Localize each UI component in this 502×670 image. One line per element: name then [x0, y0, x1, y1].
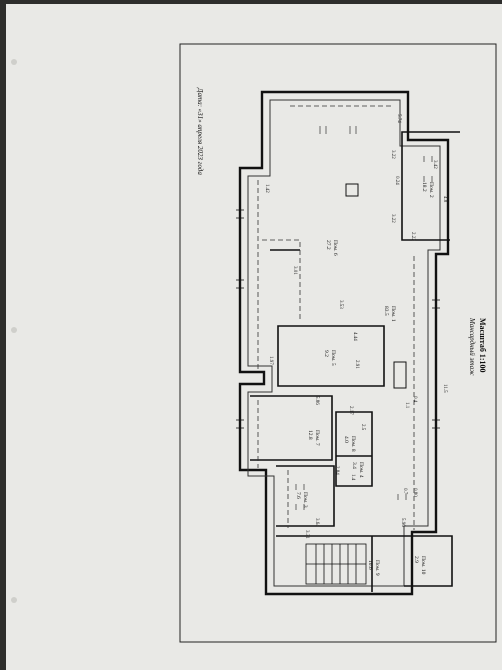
- dimension-label: 2.91: [354, 360, 359, 369]
- dimension-label: 5.86: [314, 396, 319, 405]
- room-area: 27.2: [325, 240, 331, 250]
- dimension-label: 11.5: [442, 384, 447, 393]
- binder-hole: [11, 59, 17, 65]
- room-label: Пом. 7: [314, 430, 320, 446]
- dimension-label: 2.17: [348, 406, 353, 415]
- dimension-label: 3.64: [314, 518, 319, 527]
- dimension-label: 0.4: [412, 396, 417, 403]
- room-area: 83.5: [383, 306, 389, 316]
- dimension-label: 1.4: [350, 474, 355, 481]
- scale-label: Масштаб 1:100: [478, 318, 487, 373]
- room-label: Пом. 8: [350, 436, 356, 452]
- outer-walls: [238, 90, 450, 596]
- dimension-label: 0.80: [412, 488, 417, 497]
- room-label: Пом. 1: [390, 306, 396, 322]
- room-area: 12.8: [307, 430, 313, 440]
- room-area: 7.6: [295, 492, 301, 499]
- binder-hole: [11, 597, 17, 603]
- partitions: [250, 131, 460, 592]
- dimension-labels: 5.74 3.22 4.8 3.22 2.22 3.42 4.44 2.91 3.53 5.86 2…: [264, 114, 447, 539]
- room-area: 9.2: [323, 350, 329, 357]
- paper: [6, 4, 502, 670]
- room-label: Пом. 4: [358, 462, 364, 478]
- dimension-label: 1.42: [264, 184, 269, 193]
- inner-contour: [247, 99, 441, 587]
- binder-hole: [11, 327, 17, 333]
- room-area: 10.6: [367, 560, 373, 570]
- dimension-label: 5.74: [396, 114, 401, 123]
- dimension-label: 2.84: [334, 466, 339, 475]
- dimension-label: 3.31: [304, 530, 309, 539]
- room-label: Пом. 3: [302, 492, 308, 508]
- fixture-marks: [295, 126, 433, 510]
- frame: [179, 43, 497, 643]
- column: [393, 361, 407, 389]
- dimension-label: 3.01: [292, 266, 297, 275]
- room-label: Пом. 5: [330, 350, 336, 366]
- roof-slope-lines: [257, 105, 415, 530]
- room-label: Пом. 9: [374, 560, 380, 576]
- dimension-label: 1.1: [404, 402, 409, 409]
- room-label: Пом. 10: [420, 556, 426, 575]
- dimension-label: 4.44: [352, 332, 357, 341]
- dimension-label: 2.22: [410, 232, 415, 241]
- room-label: Пом. 6: [332, 240, 338, 256]
- dimension-label: 3.53: [338, 300, 343, 309]
- dimension-label: 4.8: [442, 196, 447, 203]
- room-area: 18.2: [421, 182, 427, 192]
- room-area: 4.0: [343, 436, 349, 443]
- dimension-label: 1.97: [268, 356, 273, 365]
- column: [345, 183, 359, 197]
- text-layer: Масштаб 1:100 Мансардный этаж Дата: «31»…: [196, 87, 487, 376]
- dimension-label: 0.24: [394, 176, 399, 185]
- date-label: Дата: «31» апреля 2023 года: [196, 87, 204, 175]
- staircase: [305, 543, 367, 585]
- dimension-label: 3.22: [390, 214, 395, 223]
- room-area: 3.4: [351, 462, 357, 469]
- room-label: Пом. 2: [428, 182, 434, 198]
- dimension-label: 2.5: [360, 424, 365, 431]
- dimension-label: 3.42: [432, 160, 437, 169]
- windows: [236, 209, 440, 429]
- floor-label: Мансардный этаж: [468, 317, 476, 376]
- dimension-label: 5.96: [400, 518, 405, 527]
- dimension-label: 0.7: [402, 488, 407, 495]
- dimension-label: 3.22: [390, 150, 395, 159]
- room-area: 2.9: [413, 556, 419, 563]
